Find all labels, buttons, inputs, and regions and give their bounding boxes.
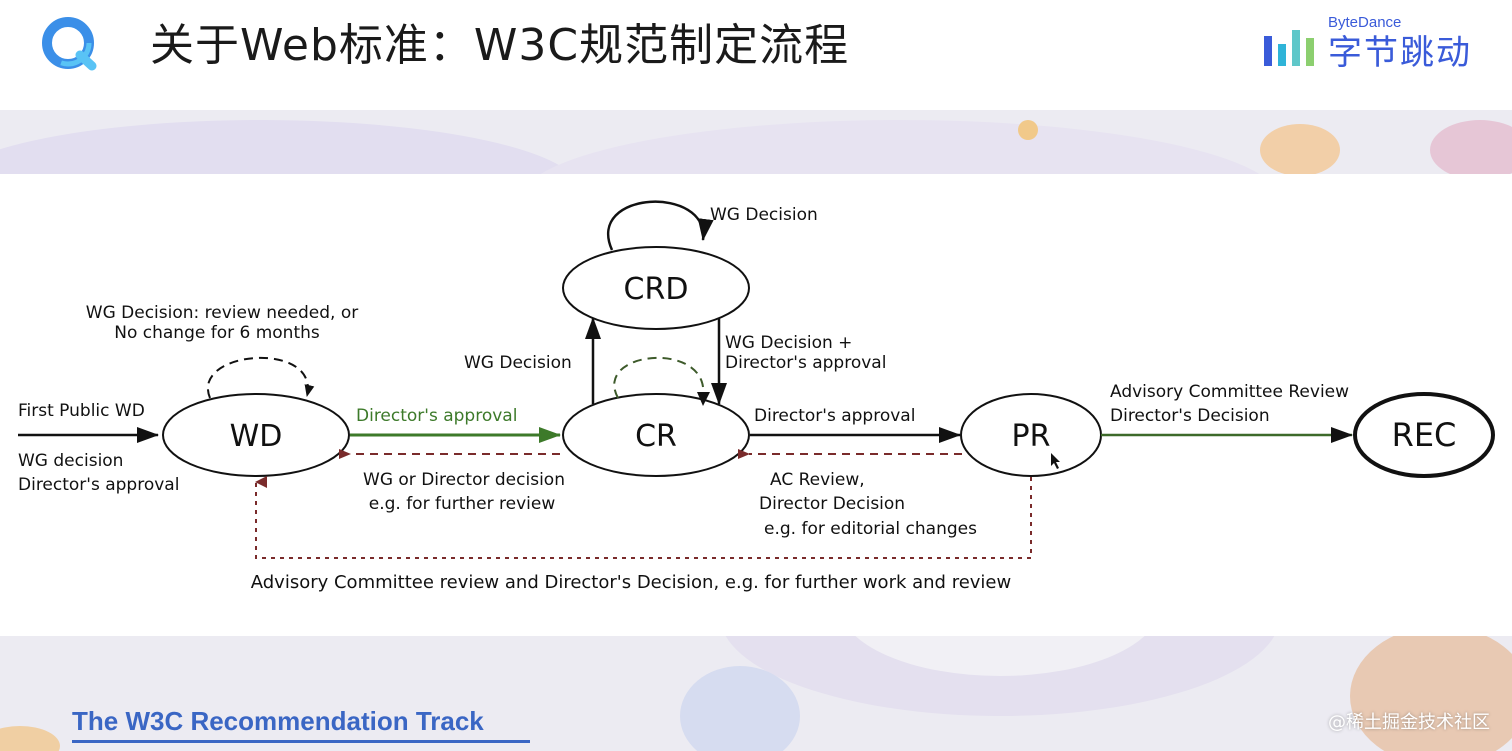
crd-node-label: CRD [624, 272, 689, 307]
bytedance-logo: ByteDance 字节跳动 [1262, 14, 1482, 78]
crd-loop-label: WG Decision [710, 205, 818, 225]
wd-node-label: WD [230, 419, 283, 454]
w3c-track-diagram: First Public WD WG decision Director's a… [18, 200, 1495, 593]
cr-node-label: CR [635, 419, 677, 454]
cr-to-wd-label-1: WG or Director decision [363, 470, 565, 490]
rec-node [1353, 392, 1495, 478]
pr-to-cr-label-1: AC Review, [770, 470, 865, 490]
crd-to-cr-label-1: WG Decision + [725, 333, 852, 353]
pr-to-cr-label-2: Director Decision [759, 494, 905, 514]
wd-loop-label-2: No change for 6 months [114, 323, 320, 343]
entry-label-bottom-1: WG decision [18, 451, 123, 471]
decor-shapes-top [0, 120, 1512, 174]
slide-header: 关于Web标准：W3C规范制定流程 ByteDance 字节跳动 [0, 0, 1512, 110]
cr-self-loop [613, 357, 705, 399]
cr-node [562, 393, 750, 477]
crd-self-loop [607, 200, 714, 251]
slide-title: 关于Web标准：W3C规范制定流程 [150, 20, 850, 71]
entry-label-top: First Public WD [18, 401, 145, 421]
crd-to-cr-label-2: Director's approval [725, 353, 886, 373]
decorative-band-bottom: The W3C Recommendation Track [0, 636, 1512, 751]
brand-chinese: 字节跳动 [1328, 33, 1472, 73]
wd-to-cr-label: Director's approval [356, 406, 517, 426]
footer-title: The W3C Recommendation Track [72, 706, 484, 736]
wd-self-loop [206, 357, 315, 399]
rec-node-label: REC [1392, 416, 1457, 454]
decor-shapes-bottom [0, 636, 1512, 751]
pr-to-rec-label-2: Director's Decision [1110, 406, 1270, 426]
cr-self-loop-head [697, 392, 710, 406]
watermark-text: @稀土掘金技术社区 [1328, 712, 1490, 733]
wd-loop-label-1: WG Decision: review needed, or [86, 303, 358, 323]
diagram-panel: First Public WD WG decision Director's a… [0, 174, 1512, 636]
mouse-cursor-icon [1051, 453, 1060, 469]
app-logo-icon [40, 16, 100, 76]
pr-to-rec-label-1: Advisory Committee Review [1110, 382, 1349, 402]
crd-node [562, 246, 750, 330]
brand-english: ByteDance [1328, 14, 1402, 31]
pr-node-label: PR [1012, 419, 1051, 454]
pr-to-wd-label: Advisory Committee review and Director's… [251, 572, 1011, 593]
pr-to-wd-arrow [255, 476, 1032, 559]
bytedance-bars-icon [1264, 30, 1314, 66]
entry-label-bottom-2: Director's approval [18, 475, 179, 495]
cr-to-crd-label: WG Decision [464, 353, 572, 373]
decorative-band-top [0, 110, 1512, 174]
cr-to-wd-label-2: e.g. for further review [369, 494, 556, 514]
pr-to-cr-label-3: e.g. for editorial changes [764, 519, 977, 539]
footer-title-underline [72, 740, 530, 743]
cr-to-pr-label: Director's approval [754, 406, 915, 426]
